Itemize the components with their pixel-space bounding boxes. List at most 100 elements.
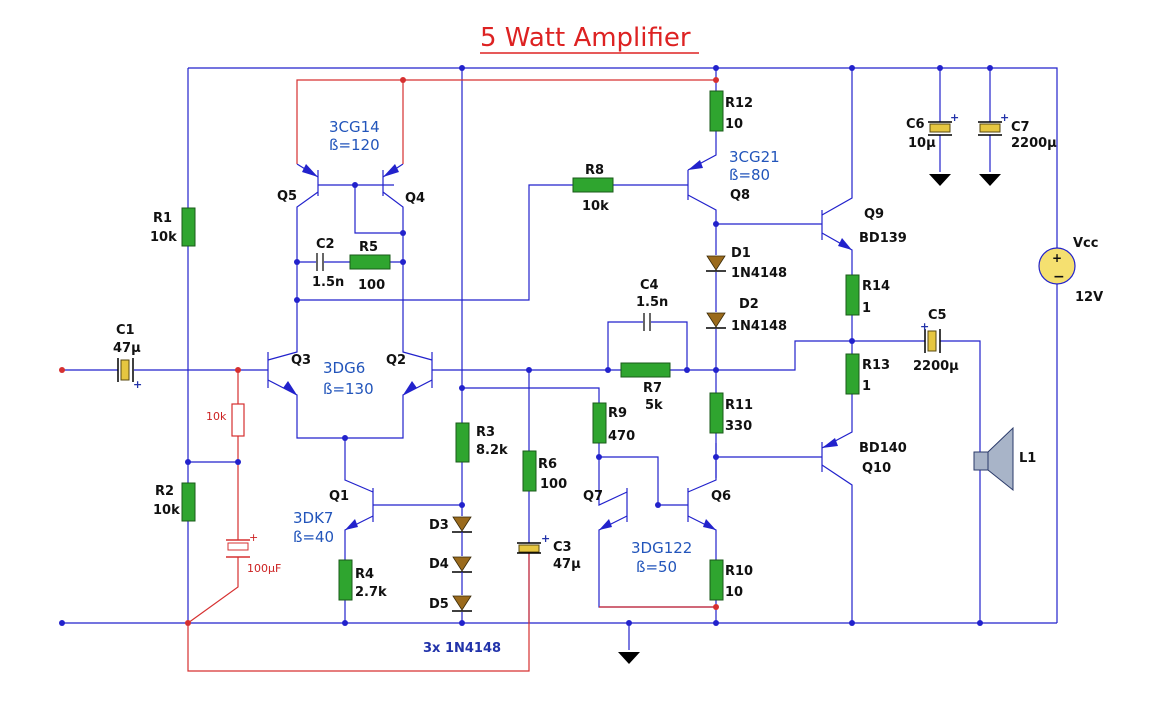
q5-emitter-arrow xyxy=(302,164,318,177)
label-r11-value: 330 xyxy=(725,419,752,434)
label-r14-value: 1 xyxy=(862,301,871,316)
label-c1: C1 xyxy=(116,323,135,338)
label-c4-value: 1.5n xyxy=(636,295,668,310)
label-q4: Q4 xyxy=(405,191,425,206)
junction-dots xyxy=(59,65,993,626)
note-beta-120: ß=120 xyxy=(329,136,380,154)
label-q10-value: BD140 xyxy=(859,441,907,456)
label-r9: R9 xyxy=(608,406,627,421)
label-d2-value: 1N4148 xyxy=(731,319,787,334)
note-3dk7: 3DK7 xyxy=(293,509,333,527)
label-d3: D3 xyxy=(429,518,449,533)
svg-text:+: + xyxy=(249,531,258,544)
resistors xyxy=(181,90,860,601)
resistor-r14 xyxy=(845,274,860,316)
note-100uf-red: 100µF xyxy=(247,562,281,575)
schematic-title: 5 Watt Amplifier xyxy=(480,23,691,53)
label-c7: C7 xyxy=(1011,120,1030,135)
label-r9-value: 470 xyxy=(608,429,635,444)
resistor-r10 xyxy=(709,559,724,601)
speaker-icon xyxy=(973,426,1014,492)
label-q1: Q1 xyxy=(329,489,349,504)
resistor-r1 xyxy=(181,207,196,247)
label-c1-value: 47µ xyxy=(113,341,141,356)
ground-icon xyxy=(618,652,640,664)
note-beta-40: ß=40 xyxy=(293,528,334,546)
svg-text:+: + xyxy=(1052,251,1062,265)
capacitor-100uf: + xyxy=(226,531,258,558)
resistor-r8 xyxy=(572,177,614,193)
capacitor-c4 xyxy=(643,313,651,331)
svg-text:+: + xyxy=(920,320,929,333)
resistor-r4 xyxy=(338,559,353,601)
q10-emitter-arrow xyxy=(822,438,838,448)
label-vcc-value: 12V xyxy=(1075,290,1103,305)
svg-text:−: − xyxy=(1053,269,1065,285)
q7-emitter-arrow xyxy=(599,519,612,530)
label-q9: Q9 xyxy=(864,207,884,222)
label-c6-value: 10µ xyxy=(908,136,936,151)
label-r1-value: 10k xyxy=(150,230,177,245)
capacitors: + + + + xyxy=(117,111,1009,558)
capacitor-c5: + xyxy=(920,320,941,353)
label-r4-value: 2.7k xyxy=(355,585,387,600)
label-l1: L1 xyxy=(1019,451,1036,466)
diodes xyxy=(452,255,726,612)
note-beta-130: ß=130 xyxy=(323,380,374,398)
diode-d5 xyxy=(452,595,472,612)
resistor-r7 xyxy=(620,362,671,378)
label-c2: C2 xyxy=(316,237,335,252)
label-q5: Q5 xyxy=(277,189,297,204)
label-d1: D1 xyxy=(731,246,751,261)
ground-symbols xyxy=(618,174,1001,664)
resistor-r2 xyxy=(181,482,196,522)
transistor-arrows xyxy=(283,160,852,530)
note-diodes: 3x 1N4148 xyxy=(423,641,501,656)
note-3dg122: 3DG122 xyxy=(631,539,692,557)
ground-icon xyxy=(979,174,1001,186)
diode-d4 xyxy=(452,556,472,595)
note-10k-red: 10k xyxy=(206,410,227,423)
note-beta-50: ß=50 xyxy=(636,558,677,576)
label-r5: R5 xyxy=(359,240,378,255)
diode-d3 xyxy=(452,516,472,556)
svg-text:+: + xyxy=(1000,111,1009,124)
resistor-r13 xyxy=(845,353,860,395)
q4-emitter-arrow xyxy=(383,164,399,177)
q1-emitter-arrow xyxy=(345,519,358,530)
label-r12-value: 10 xyxy=(725,117,743,132)
svg-text:+: + xyxy=(133,378,142,391)
label-r13-value: 1 xyxy=(862,379,871,394)
capacitor-c7: + xyxy=(978,111,1009,136)
note-3cg21: 3CG21 xyxy=(729,148,780,166)
label-r12: R12 xyxy=(725,96,753,111)
svg-text:+: + xyxy=(950,111,959,124)
label-q7: Q7 xyxy=(583,489,603,504)
resistor-10k-red xyxy=(231,403,245,437)
label-r6: R6 xyxy=(538,457,557,472)
red-wires xyxy=(187,79,716,672)
red-notes: 10k 100µF xyxy=(206,410,281,575)
label-q2: Q2 xyxy=(386,353,406,368)
q3-emitter-arrow xyxy=(283,381,297,395)
label-r13: R13 xyxy=(862,358,890,373)
label-r5-value: 100 xyxy=(358,278,385,293)
ground-icon xyxy=(929,174,951,186)
q8-emitter-arrow xyxy=(688,160,703,170)
transistor-notes: 3CG14 ß=120 3CG21 ß=80 3DG6 ß=130 3DK7 ß… xyxy=(293,118,780,656)
label-r3: R3 xyxy=(476,425,495,440)
label-c3-value: 47µ xyxy=(553,557,581,572)
label-c3: C3 xyxy=(553,540,572,555)
resistor-r9 xyxy=(592,402,607,444)
q9-emitter-arrow xyxy=(838,238,852,250)
label-r7: R7 xyxy=(643,381,662,396)
capacitor-c1: + xyxy=(117,358,142,391)
label-r11: R11 xyxy=(725,398,753,413)
label-r1: R1 xyxy=(153,211,172,226)
label-r2-value: 10k xyxy=(153,503,180,518)
label-r8-value: 10k xyxy=(582,199,609,214)
label-c5: C5 xyxy=(928,308,947,323)
label-r10-value: 10 xyxy=(725,585,743,600)
label-q9-value: BD139 xyxy=(859,231,907,246)
